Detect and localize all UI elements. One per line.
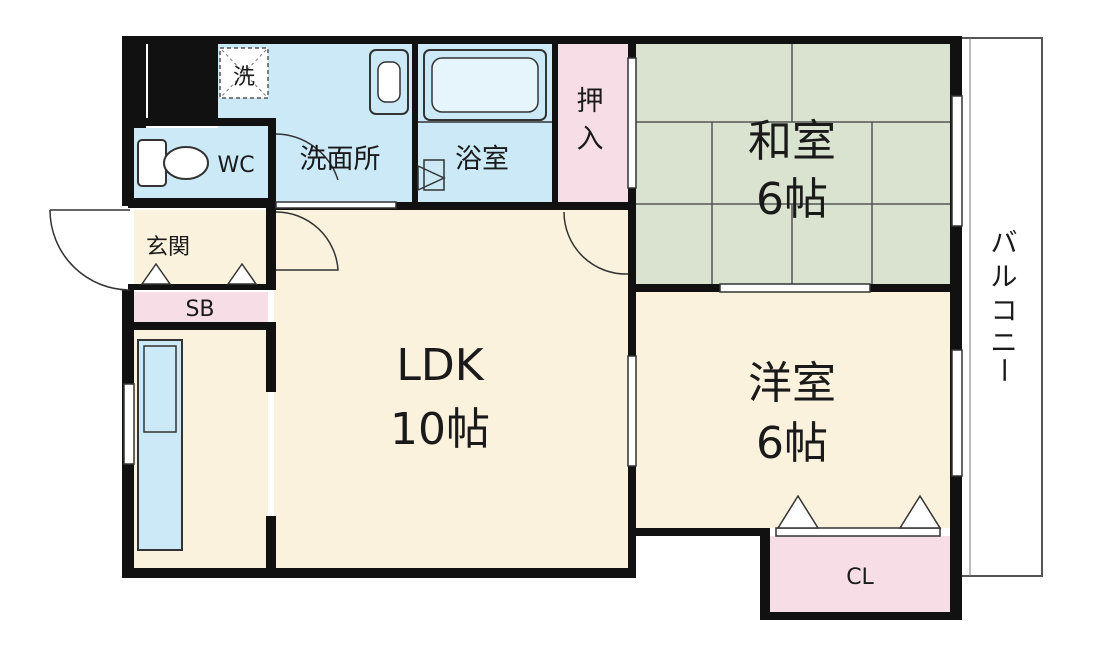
cl-door-track <box>775 527 941 537</box>
toilet-tank-icon <box>137 139 167 187</box>
bathtub-basin <box>431 57 539 113</box>
wall-sb-bottom <box>128 322 276 330</box>
balcony-outline <box>957 37 1043 577</box>
toilet-bowl-icon <box>163 146 209 180</box>
wall-washer <box>212 40 218 120</box>
washitsu-label: 和室 <box>748 116 836 167</box>
washroom-label: 洗面所 <box>300 144 381 175</box>
balcony-char-3: コ <box>991 296 1018 327</box>
kitchen-sink-icon <box>143 345 177 433</box>
wall-bottom-mid <box>630 528 766 536</box>
balcony-label: バ ル コ ニ ー <box>987 228 1018 384</box>
cl-label: CL <box>846 565 874 590</box>
washer-label: 洗 <box>233 65 255 90</box>
wall-wc-top <box>128 118 276 126</box>
bath-door-fold <box>423 159 445 191</box>
wall-ldk-top <box>268 202 630 210</box>
window-yoshitsu <box>951 349 963 477</box>
ldk-label: LDK <box>396 340 484 391</box>
sb-door-mark-left <box>140 262 172 285</box>
cl-door-mark-left <box>776 494 820 529</box>
wall-cl-left <box>760 528 770 616</box>
balcony-char-5: ー <box>987 357 1018 384</box>
wall-cl-bottom <box>760 612 960 620</box>
balcony <box>957 37 1043 577</box>
door-swings <box>49 133 629 291</box>
genkan-label: 玄関 <box>146 235 190 260</box>
balcony-char-4: ニ <box>991 328 1018 359</box>
door-swing-bathroom <box>417 164 446 192</box>
closet-door-marks <box>140 262 942 529</box>
washer-diagonal-2 <box>221 49 267 97</box>
door-swing-entrance <box>49 209 131 291</box>
washitsu-size-label: 6帖 <box>756 174 828 225</box>
wall-kitchen-upper <box>266 330 276 392</box>
shoebox-fill <box>134 292 268 322</box>
yoshitsu-fill <box>636 292 950 528</box>
yoshitsu-size-label: 6帖 <box>756 418 828 469</box>
windows <box>123 57 963 537</box>
door-swing-washitsu <box>563 211 629 275</box>
washitsu-fill <box>636 44 950 284</box>
sliding-door-washroom <box>275 201 397 209</box>
cl-door-mark-right <box>898 494 942 529</box>
wc-label: WC <box>217 153 254 178</box>
window-washitsu <box>951 95 963 227</box>
window-kitchen <box>123 383 135 465</box>
ldk-size-label: 10帖 <box>390 404 490 455</box>
door-swing-washroom <box>275 133 339 181</box>
tatami-lines <box>636 44 950 284</box>
bathroom-label: 浴室 <box>455 144 509 175</box>
wall-bottom-left <box>122 568 636 578</box>
wall-sb-top <box>128 284 276 290</box>
balcony-char-2: ル <box>991 262 1018 293</box>
oshiire-label-line1: 押 <box>577 86 604 117</box>
oshiire-label-line2: 入 <box>577 124 604 155</box>
washbasin-bowl <box>377 61 401 103</box>
window-yoshitsu-ldk <box>627 355 637 467</box>
window-oshiire-side <box>627 57 637 189</box>
wall-bath-washroom <box>412 36 418 204</box>
wall-top <box>122 36 962 44</box>
shoebox-label: SB <box>185 297 214 322</box>
closet-oshiire-fill <box>556 44 628 204</box>
cl-fill <box>770 536 950 612</box>
sb-door-mark-right <box>226 262 258 285</box>
wall-wc-bottom <box>128 198 276 208</box>
door-swing-ldk <box>275 211 339 271</box>
balcony-char-1: バ <box>991 228 1018 259</box>
wall-bath-oshiire <box>552 36 558 204</box>
wall-genkan-right <box>266 208 276 284</box>
wall-center-vertical <box>628 36 636 578</box>
sliding-door-washitsu <box>719 283 871 293</box>
wall-kitchen-lower <box>266 516 276 568</box>
yoshitsu-label: 洋室 <box>748 358 836 409</box>
wall-wc-washroom <box>268 118 276 210</box>
